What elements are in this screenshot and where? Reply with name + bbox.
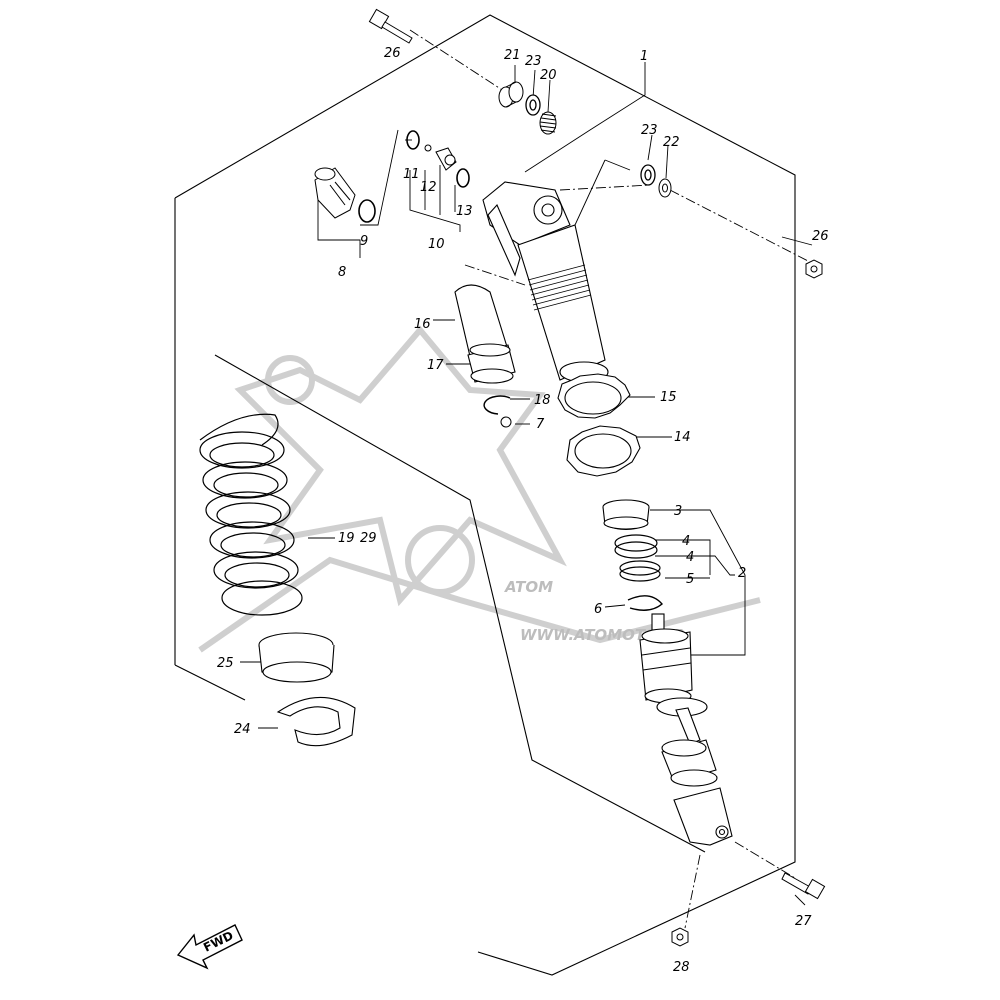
callout-13: 13 — [456, 204, 473, 219]
bolt-27 — [781, 872, 826, 900]
assembly-frame — [174, 14, 796, 976]
callout-1: 1 — [640, 49, 648, 64]
lock-nut-15 — [557, 373, 631, 419]
callout-3: 3 — [674, 504, 682, 519]
callout-21: 21 — [504, 48, 521, 63]
valve-12 — [424, 144, 457, 171]
callout-12: 12 — [420, 180, 437, 195]
callout-26b: 26 — [812, 229, 829, 244]
adjuster-nut-14 — [566, 425, 641, 477]
callout-8: 8 — [338, 265, 346, 280]
shock-body-1 — [482, 181, 609, 383]
bushing-21 — [498, 81, 524, 108]
o-ring-9 — [358, 199, 376, 223]
o-ring-13 — [456, 168, 470, 188]
callout-15: 15 — [660, 390, 677, 405]
callout-22: 22 — [663, 135, 680, 150]
nut-26-right — [805, 259, 823, 279]
callout-6: 6 — [594, 602, 602, 617]
callout-23b: 23 — [641, 123, 658, 138]
circlip-6 — [627, 595, 663, 611]
bolt-26-top — [368, 8, 413, 44]
callout-23a: 23 — [525, 54, 542, 69]
callout-29: 29 — [360, 531, 377, 546]
leader-lines — [240, 62, 813, 906]
callout-2: 2 — [738, 566, 746, 581]
callout-9: 9 — [360, 234, 368, 249]
damper-rod-2 — [639, 613, 733, 846]
seal-23-right — [640, 164, 656, 186]
callout-7: 7 — [536, 417, 545, 432]
subgroup-frame-left — [174, 664, 246, 701]
callout-16: 16 — [414, 317, 431, 332]
collar-3 — [602, 499, 650, 531]
fwd-arrow-icon: FWD — [176, 924, 243, 970]
callout-4a: 4 — [682, 534, 690, 549]
adjuster-8 — [314, 167, 356, 219]
o-ring-11 — [406, 130, 420, 150]
stopper-24 — [276, 696, 356, 747]
callout-19: 19 — [338, 531, 355, 546]
callout-25: 25 — [217, 656, 234, 671]
callouts: 1 2 3 4 4 5 6 7 8 9 10 11 12 13 14 15 16… — [217, 46, 829, 975]
reservoir-cap-17 — [467, 343, 516, 384]
bushing-22 — [658, 178, 672, 198]
callout-14: 14 — [674, 430, 691, 445]
washer-4a — [614, 534, 658, 559]
callout-17: 17 — [427, 358, 444, 373]
callout-27: 27 — [795, 914, 812, 929]
washer-4b — [619, 560, 661, 582]
callout-24: 24 — [234, 722, 251, 737]
callout-28: 28 — [673, 960, 690, 975]
callout-4b: 4 — [686, 550, 694, 565]
ball-7 — [500, 416, 512, 428]
spring-19-29 — [199, 413, 303, 616]
nut-28 — [671, 927, 689, 947]
watermark-brand: ATOM — [504, 578, 553, 596]
seal-23-top — [525, 94, 541, 116]
callout-18: 18 — [534, 393, 551, 408]
spring-seat-25 — [258, 632, 335, 683]
callout-10: 10 — [428, 237, 445, 252]
callout-11: 11 — [403, 167, 420, 182]
callout-26a: 26 — [384, 46, 401, 61]
callout-5: 5 — [686, 572, 694, 587]
center-lines — [409, 29, 811, 929]
circlip-18 — [483, 395, 511, 415]
callout-20: 20 — [540, 68, 557, 83]
needle-bearing-20 — [539, 111, 557, 135]
